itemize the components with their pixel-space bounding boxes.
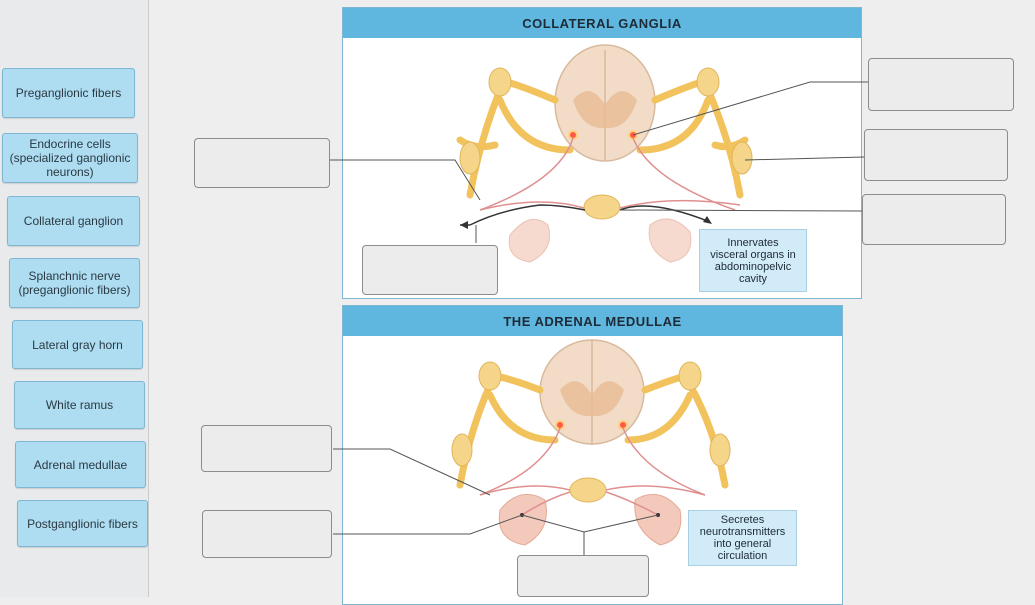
term-splanchnic-nerve[interactable]: Splanchnic nerve (preganglionic fibers) [9,258,140,308]
panel-title: COLLATERAL GANGLIA [343,8,861,38]
panel-title: THE ADRENAL MEDULLAE [343,306,842,336]
term-bank: Preganglionic fibers Endocrine cells (sp… [0,0,149,597]
term-lateral-gray-horn[interactable]: Lateral gray horn [12,320,143,369]
drop-target-1[interactable] [194,138,330,188]
term-adrenal-medullae[interactable]: Adrenal medullae [15,441,146,488]
term-endocrine-cells[interactable]: Endocrine cells (specialized ganglionic … [2,133,138,183]
fibers-bottom [479,427,706,517]
drop-target-4[interactable] [864,129,1008,181]
term-postganglionic-fibers[interactable]: Postganglionic fibers [17,500,148,547]
leader-lines [330,81,868,555]
term-collateral-ganglion[interactable]: Collateral ganglion [7,196,140,246]
term-white-ramus[interactable]: White ramus [14,381,145,429]
drop-target-2[interactable] [362,245,498,295]
fibers-top [460,137,741,229]
organs-top [508,218,692,263]
drop-target-3[interactable] [868,58,1014,111]
drop-target-6[interactable] [201,425,332,472]
adrenal-caption: Secretes neurotransmitters into general … [688,510,797,566]
drop-target-5[interactable] [862,194,1006,245]
term-preganglionic-fibers[interactable]: Preganglionic fibers [2,68,135,118]
ganglia-top [459,67,753,220]
drop-target-8[interactable] [517,555,649,597]
drop-target-7[interactable] [202,510,332,558]
spinal-cord-top [554,44,656,162]
spinal-cord-bottom [539,339,645,445]
collateral-caption: Innervates visceral organs in abdominope… [699,229,807,292]
ganglia-bottom [451,361,731,503]
